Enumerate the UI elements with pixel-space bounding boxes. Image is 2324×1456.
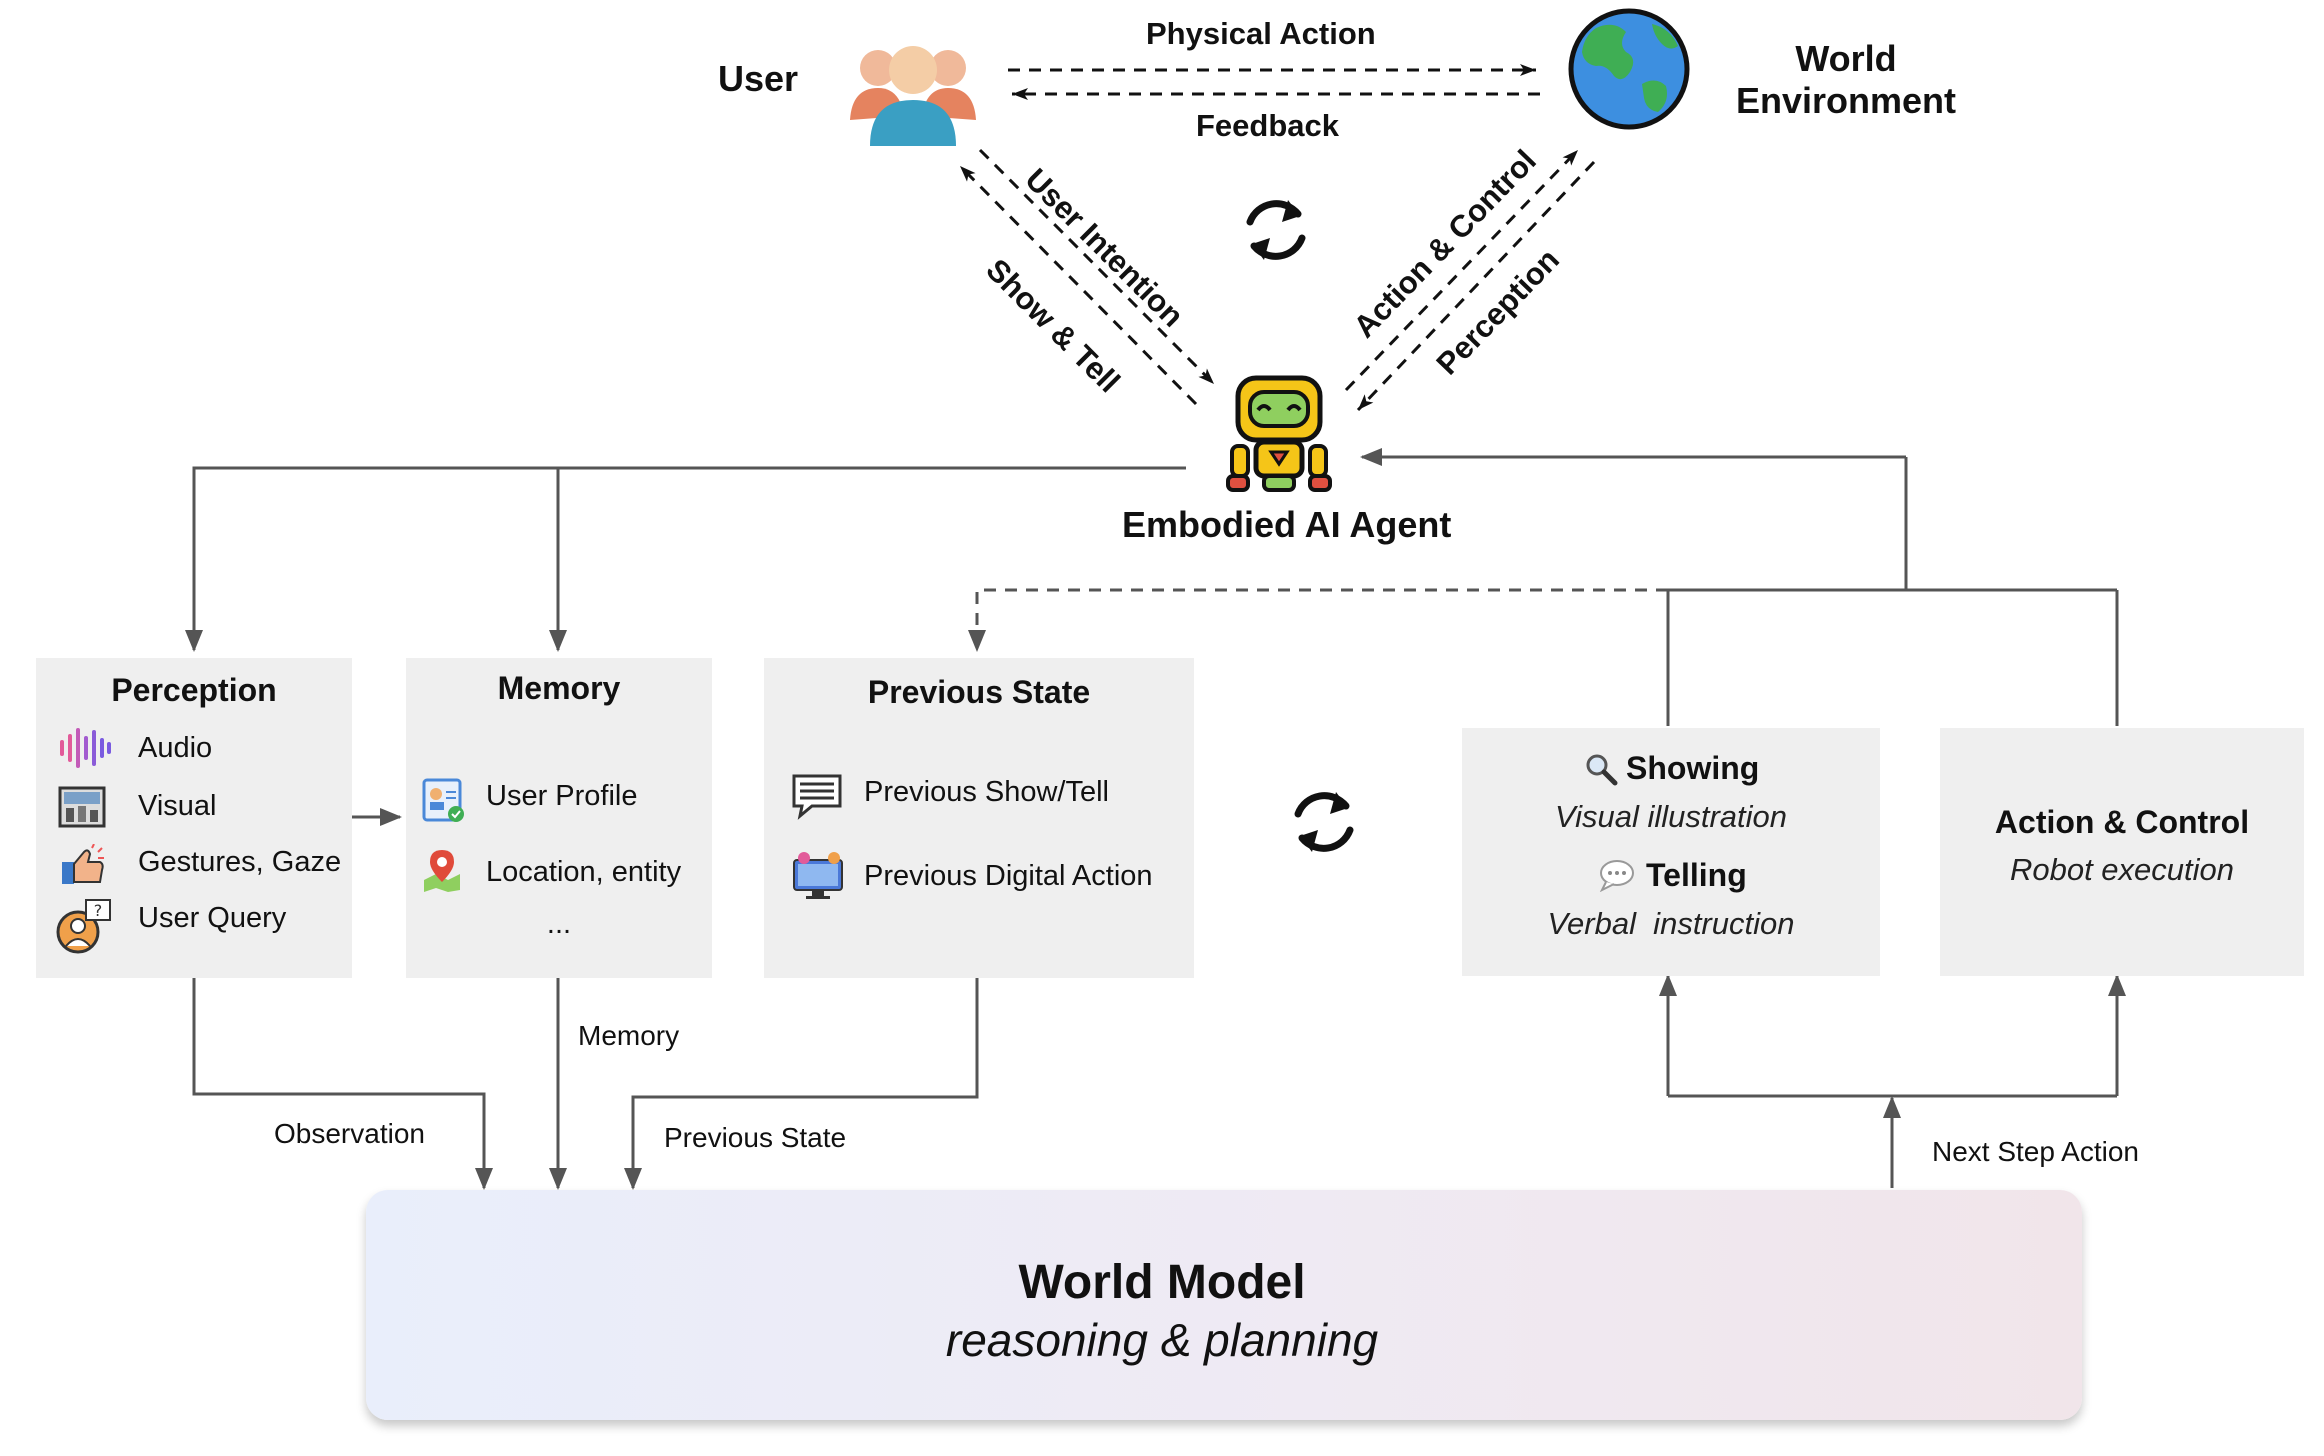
showing-subtitle: Visual illustration	[1554, 799, 1788, 834]
chat-lines-icon	[792, 774, 842, 820]
user-profile-icon	[422, 778, 464, 822]
previous-state-item-digital-action: Previous Digital Action	[864, 860, 1153, 892]
perception-item-audio: Audio	[138, 732, 213, 764]
user-label: User	[718, 58, 799, 99]
memory-item-location: Location, entity	[486, 856, 682, 888]
user-group-icon	[850, 46, 976, 146]
perception-item-visual: Visual	[138, 790, 217, 822]
outputs-to-agent-connector	[1360, 448, 2119, 726]
globe-icon	[1568, 8, 1690, 130]
observation-connector	[192, 978, 493, 1190]
cycle-icon	[1294, 792, 1354, 852]
map-pin-icon	[424, 850, 460, 892]
monitor-icon	[793, 852, 843, 899]
audio-wave-icon	[60, 728, 111, 768]
magnifier-icon	[1586, 754, 1618, 786]
agent-label: Embodied AI Agent	[1122, 504, 1452, 545]
perception-arrow	[1356, 160, 1596, 412]
world-label-line2: Environment	[1736, 80, 1957, 121]
previous-state-box	[764, 658, 1194, 978]
perception-item-gestures: Gestures, Gaze	[138, 846, 342, 878]
visual-scene-icon	[58, 786, 106, 828]
agent-to-boxes-connector	[185, 466, 1186, 652]
world-model-subtitle: reasoning & planning	[945, 1314, 1379, 1366]
speech-bubble-icon	[1599, 860, 1634, 892]
previous-state-item-show-tell: Previous Show/Tell	[864, 776, 1109, 808]
action-control-box	[1940, 728, 2304, 976]
physical-action-label: Physical Action	[1146, 16, 1376, 51]
memory-item-user-profile: User Profile	[486, 780, 638, 812]
perception-title: Perception	[111, 672, 277, 708]
user-query-icon: ?	[56, 899, 111, 954]
next-step-action-connector	[1659, 974, 2126, 1188]
action-control-title: Action & Control	[1994, 804, 2250, 840]
memory-title: Memory	[497, 670, 621, 706]
action-control-subtitle: Robot execution	[2009, 852, 2235, 887]
feedback-label: Feedback	[1196, 108, 1340, 143]
previous-state-connector	[624, 978, 979, 1190]
world-model-box	[366, 1190, 2082, 1420]
robot-agent-icon	[1226, 375, 1332, 492]
perception-item-user-query: User Query	[138, 902, 287, 934]
cycle-icon	[1246, 200, 1306, 260]
telling-title: Telling	[1646, 857, 1747, 893]
previous-state-edge-label: Previous State	[664, 1122, 847, 1153]
showing-telling-box	[1462, 728, 1880, 976]
show-tell-arrow	[958, 164, 1198, 406]
telling-subtitle: Verbal instruction	[1547, 906, 1795, 941]
world-environment-label: World Environment	[1736, 38, 1956, 122]
observation-edge-label: Observation	[274, 1118, 425, 1149]
memory-item-ellipsis: ...	[546, 908, 572, 940]
action-control-arrow	[1344, 148, 1580, 392]
to-previous-state-dashed	[968, 588, 1668, 652]
user-intention-arrow	[978, 148, 1216, 386]
world-model-title: World Model	[1018, 1256, 1306, 1309]
previous-state-title: Previous State	[867, 674, 1091, 710]
showing-title: Showing	[1626, 750, 1760, 786]
memory-edge-label: Memory	[578, 1020, 680, 1051]
next-step-action-edge-label: Next Step Action	[1932, 1136, 2140, 1167]
gesture-hand-icon	[62, 844, 104, 884]
svg-text:?: ?	[94, 901, 103, 920]
world-label-line1: World	[1795, 38, 1897, 79]
